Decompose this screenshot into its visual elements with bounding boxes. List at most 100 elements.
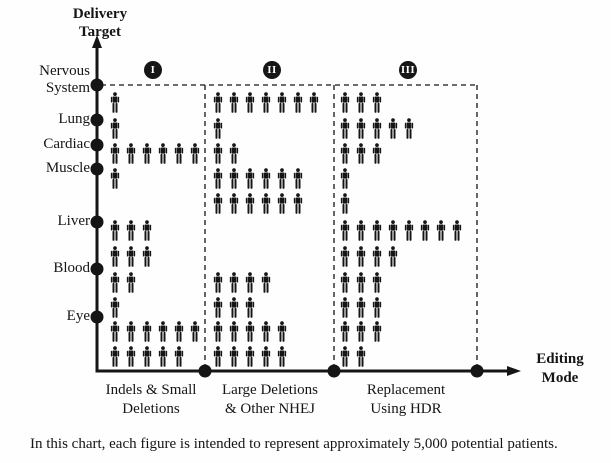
figure-row-ii-lung-0: [213, 118, 223, 139]
person-icon: [126, 321, 136, 342]
person-icon: [340, 220, 350, 241]
person-icon: [340, 92, 350, 113]
person-icon: [340, 193, 350, 214]
person-icon: [142, 220, 152, 241]
x-label-line: Indels & Small: [105, 382, 197, 398]
person-icon: [142, 321, 152, 342]
person-icon: [142, 246, 152, 267]
y-axis-dot-nervous-system: [90, 78, 104, 92]
person-icon: [293, 92, 303, 113]
person-icon: [388, 118, 398, 139]
y-label-line: Cardiac: [43, 136, 90, 152]
person-icon: [356, 220, 366, 241]
person-icon: [213, 346, 223, 367]
x-label-line: Deletions: [122, 401, 180, 417]
region-numeral-2: II: [263, 61, 281, 79]
person-icon: [110, 143, 120, 164]
figure-row-iii-nervous-system-0: [340, 92, 382, 113]
person-icon: [126, 246, 136, 267]
person-icon: [388, 246, 398, 267]
x-axis-dot-2: [327, 364, 341, 378]
person-icon: [356, 92, 366, 113]
figure-row-i-lung-0: [110, 118, 120, 139]
person-icon: [190, 143, 200, 164]
person-icon: [309, 92, 319, 113]
figure-row-i-muscle-0: [110, 168, 120, 189]
figure-row-i-nervous-system-0: [110, 92, 120, 113]
x-axis-label-region-2: Large Deletions & Other NHEJ: [195, 381, 345, 419]
person-icon: [110, 118, 120, 139]
person-icon: [229, 297, 239, 318]
person-icon: [229, 321, 239, 342]
person-icon: [372, 143, 382, 164]
person-icon: [356, 297, 366, 318]
person-icon: [356, 321, 366, 342]
person-icon: [142, 143, 152, 164]
person-icon: [293, 193, 303, 214]
person-icon: [245, 297, 255, 318]
person-icon: [356, 118, 366, 139]
person-icon: [229, 193, 239, 214]
y-label-line: Liver: [57, 213, 90, 229]
person-icon: [126, 346, 136, 367]
person-icon: [420, 220, 430, 241]
figure-row-iii-muscle-0: [340, 168, 350, 189]
person-icon: [261, 193, 271, 214]
person-icon: [404, 220, 414, 241]
person-icon: [110, 168, 120, 189]
figure-row-ii-blood-0: [213, 272, 271, 293]
figure-row-ii-cardiac-0: [213, 143, 239, 164]
person-icon: [245, 92, 255, 113]
person-icon: [213, 118, 223, 139]
person-icon: [174, 346, 184, 367]
person-icon: [229, 143, 239, 164]
person-icon: [174, 143, 184, 164]
figure-row-ii-muscle-1: [213, 193, 303, 214]
person-icon: [126, 143, 136, 164]
y-axis-dot-blood: [90, 262, 104, 276]
person-icon: [190, 321, 200, 342]
x-label-line: Using HDR: [370, 401, 442, 417]
figure-row-iii-blood-1: [340, 297, 382, 318]
person-icon: [293, 168, 303, 189]
person-icon: [372, 220, 382, 241]
figure-row-ii-eye-0: [213, 321, 287, 342]
x-axis-label-region-1: Indels & Small Deletions: [76, 381, 226, 419]
person-icon: [277, 193, 287, 214]
person-icon: [340, 118, 350, 139]
person-icon: [277, 92, 287, 113]
person-icon: [229, 92, 239, 113]
y-label-line: Lung: [58, 111, 90, 127]
y-axis-label-lung: Lung: [58, 111, 90, 128]
figure-row-ii-blood-1: [213, 297, 255, 318]
figure-row-i-cardiac-0: [110, 143, 200, 164]
region-numeral-3: III: [399, 61, 417, 79]
y-axis-label-liver: Liver: [58, 213, 90, 230]
person-icon: [229, 272, 239, 293]
figure-row-i-blood-1: [110, 297, 120, 318]
figure-row-iii-cardiac-0: [340, 143, 382, 164]
person-icon: [126, 220, 136, 241]
person-icon: [110, 220, 120, 241]
figure-row-i-liver-1: [110, 246, 152, 267]
person-icon: [372, 92, 382, 113]
person-icon: [158, 321, 168, 342]
axes-layer: [90, 35, 521, 378]
figure-row-i-liver-0: [110, 220, 152, 241]
x-axis-label-region-3: Replacement Using HDR: [331, 381, 481, 419]
person-icon: [110, 92, 120, 113]
person-icon: [261, 321, 271, 342]
y-label-line: Eye: [66, 308, 90, 324]
figure-row-iii-blood-0: [340, 272, 382, 293]
y-axis-dot-cardiac: [90, 138, 104, 152]
figure-row-iii-liver-0: [340, 220, 462, 241]
person-icon: [372, 297, 382, 318]
person-icon: [213, 143, 223, 164]
y-axis-title-line1: Delivery: [72, 6, 128, 22]
person-icon: [356, 272, 366, 293]
y-axis-title: Delivery Target: [55, 5, 145, 41]
person-icon: [158, 143, 168, 164]
x-axis-title-line1: Editing: [536, 351, 584, 367]
x-axis-dot-3: [470, 364, 484, 378]
